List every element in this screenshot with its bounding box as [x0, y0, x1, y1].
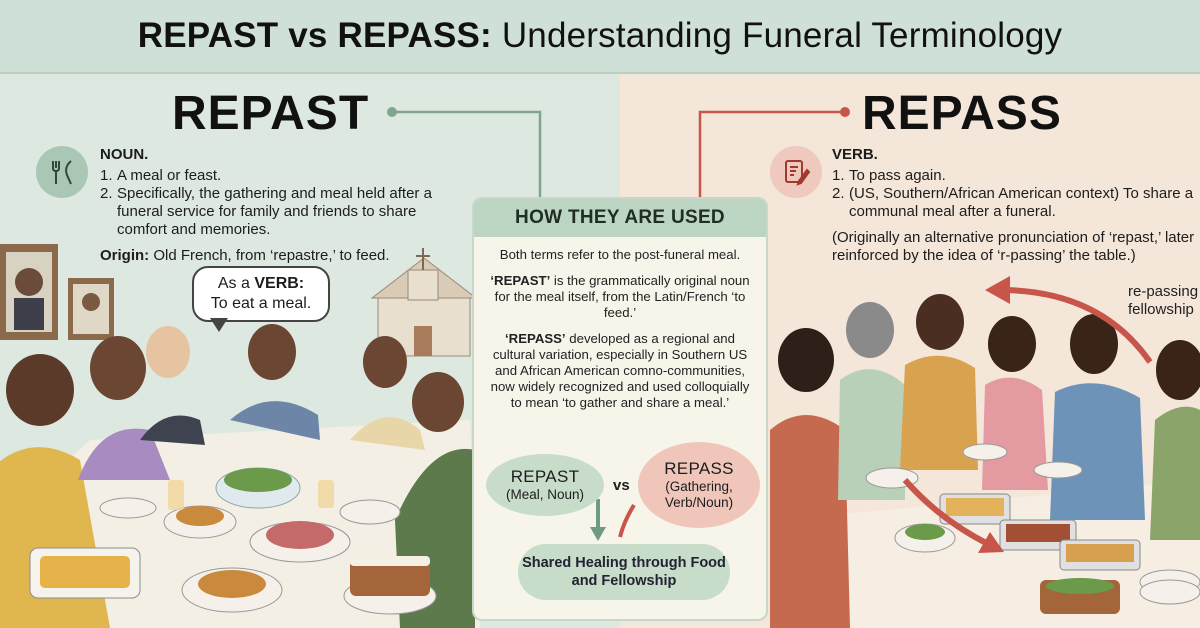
repass-def-2: 2.(US, Southern/African American context… — [832, 185, 1194, 220]
buffet-food — [865, 443, 1200, 614]
repast-heading: REPAST — [172, 87, 370, 140]
title-bold: REPAST vs REPASS: — [137, 16, 492, 55]
repast-definition: NOUN. 1.A meal or feast. 2.Specifically,… — [100, 146, 460, 265]
repast-def-2: 2.Specifically, the gathering and meal h… — [100, 185, 432, 238]
title-rest: Understanding Funeral Terminology — [491, 16, 1063, 55]
how-used-heading: HOW THEY ARE USED — [474, 199, 766, 237]
repass-oval: REPASS (Gathering, Verb/Noun) — [638, 442, 760, 528]
repass-def-1: 1.To pass again. — [832, 167, 946, 184]
food-dishes — [29, 467, 437, 615]
passing-arrows — [902, 276, 1153, 553]
document-pen-icon — [770, 146, 822, 198]
panel-arrows — [590, 499, 636, 541]
buffet-guests — [770, 294, 1200, 628]
repast-part-of-speech: NOUN. — [100, 146, 149, 163]
fork-knife-icon — [36, 146, 88, 198]
page-title: REPAST vs REPASS: Understanding Funeral … — [138, 16, 1063, 56]
title-banner: REPAST vs REPASS: Understanding Funeral … — [0, 0, 1200, 74]
how-used-body: Both terms refer to the post-funeral mea… — [474, 237, 766, 411]
repass-part-of-speech: VERB. — [832, 146, 878, 163]
right-buffet-scene — [770, 276, 1200, 628]
usage-p2: ‘REPAST’ is the grammatically original n… — [490, 273, 750, 320]
usage-p1: Both terms refer to the post-funeral mea… — [499, 247, 741, 262]
repast-origin: Origin: Old French, from ‘repastre,’ to … — [100, 247, 390, 264]
vs-label: vs — [613, 477, 630, 494]
re-passing-label: re-passing fellowship — [1128, 283, 1199, 318]
repass-note: (Originally an alternative pronunciation… — [832, 229, 1195, 264]
repass-definition: VERB. 1.To pass again. 2.(US, Southern/A… — [832, 146, 1200, 265]
left-dinner-scene — [0, 244, 480, 628]
repast-def-1: 1.A meal or feast. — [100, 167, 222, 184]
speech-bubble-tail — [210, 318, 228, 332]
usage-p3: ‘REPASS’ developed as a regional and cul… — [490, 331, 750, 410]
verb-speech-bubble: As a VERB: To eat a meal. — [192, 266, 330, 322]
shared-healing-result: Shared Healing through Food and Fellowsh… — [518, 544, 730, 600]
repast-oval: REPAST (Meal, Noun) — [486, 454, 604, 516]
how-used-panel: HOW THEY ARE USED Both terms refer to th… — [472, 197, 768, 621]
repass-heading: REPASS — [862, 87, 1062, 140]
